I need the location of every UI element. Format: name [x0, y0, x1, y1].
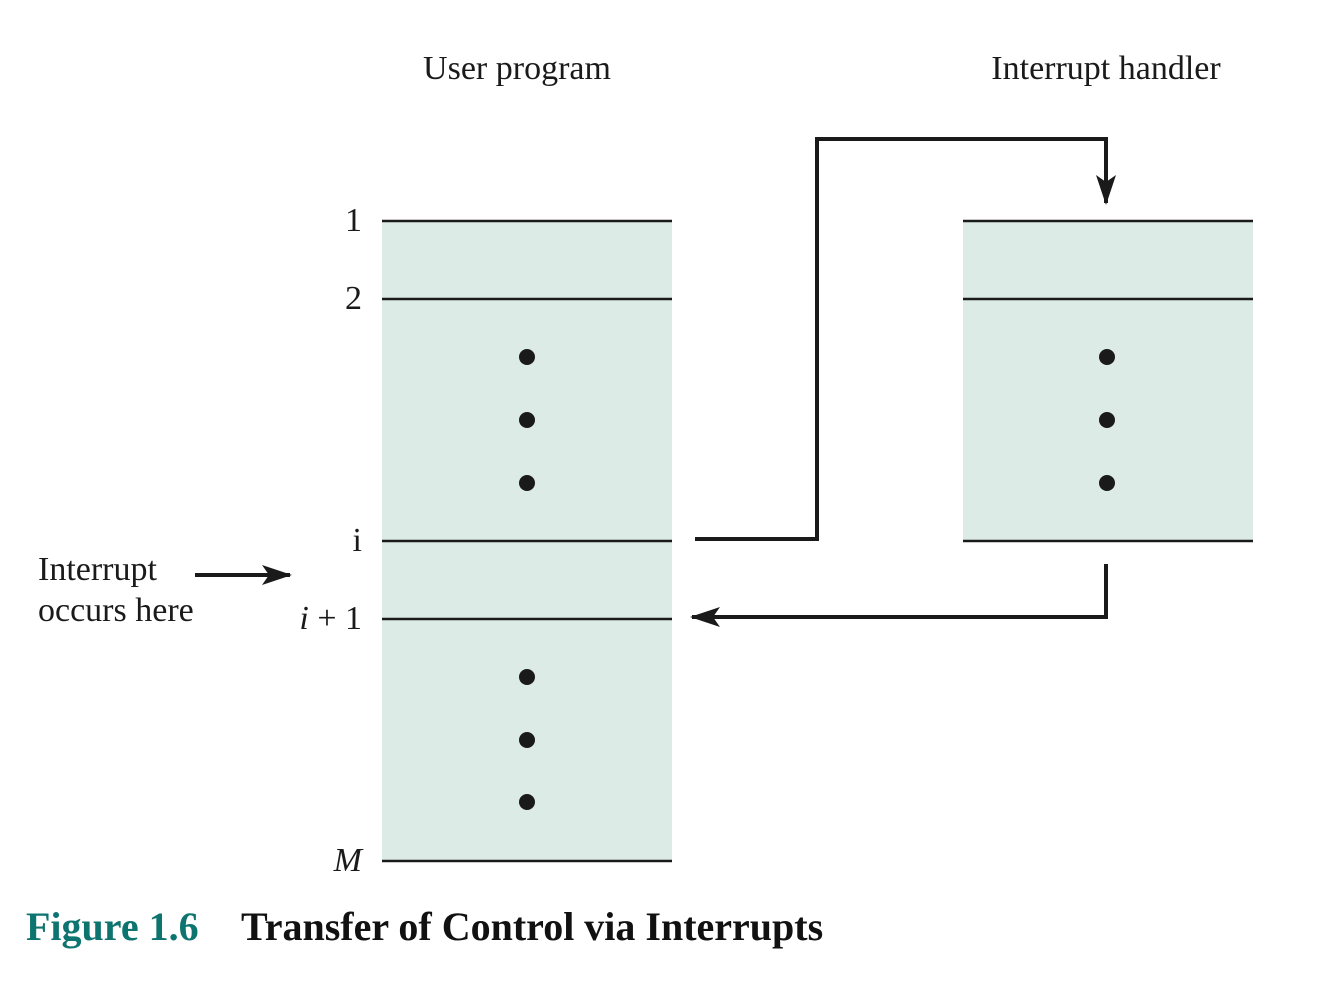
interrupt-handler-fill — [963, 221, 1253, 541]
user-program-title: User program — [423, 50, 611, 87]
label-line-i: i — [353, 522, 362, 559]
ellipsis-icon — [1099, 349, 1115, 491]
ellipsis-icon — [519, 669, 535, 810]
ellipsis-icon — [519, 349, 535, 491]
return-arrow — [690, 564, 1108, 627]
interrupt-note-line2: occurs here — [38, 592, 194, 629]
figure-title: Transfer of Control via Interrupts — [241, 904, 823, 949]
interrupt-handler-block — [963, 219, 1253, 543]
user-program-block — [382, 219, 672, 863]
interrupt-note-line1: Interrupt — [38, 551, 158, 588]
label-line-m: M — [333, 842, 364, 879]
label-line-i-plus-1: i + 1 — [299, 600, 362, 637]
interrupt-handler-title: Interrupt handler — [991, 50, 1221, 87]
label-line-1: 1 — [345, 202, 362, 239]
transfer-to-handler-arrow — [695, 137, 1116, 541]
label-line-2: 2 — [345, 280, 362, 317]
figure-number: Figure 1.6 — [26, 904, 199, 949]
